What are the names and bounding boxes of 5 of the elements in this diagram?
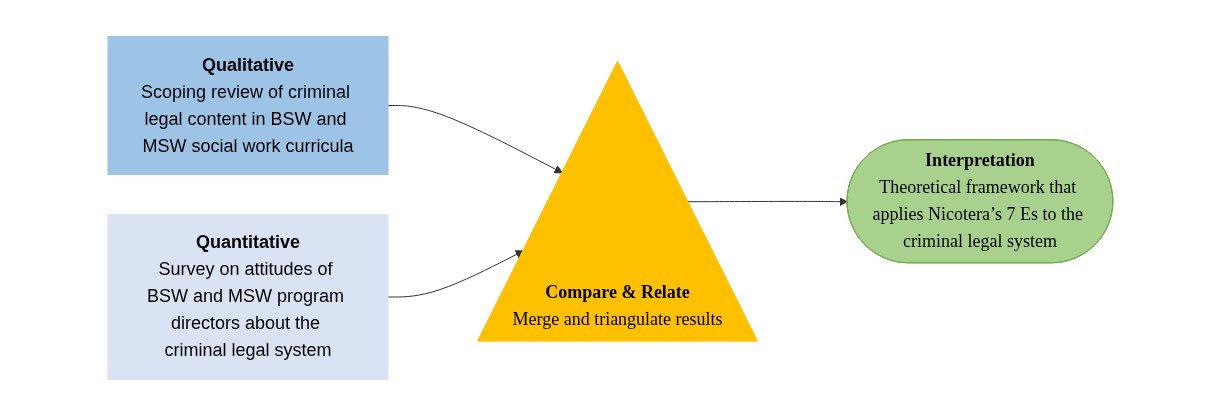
node-box: Qualitative Scoping review of criminal legal content in BSW and MSW social work curricula [107,36,389,175]
node-box: Quantitative Survey on attitudes of BSW and MSW program directors about the criminal legal system [107,214,389,380]
arrow [387,105,564,174]
arrow [687,197,849,207]
arrow [387,250,525,298]
